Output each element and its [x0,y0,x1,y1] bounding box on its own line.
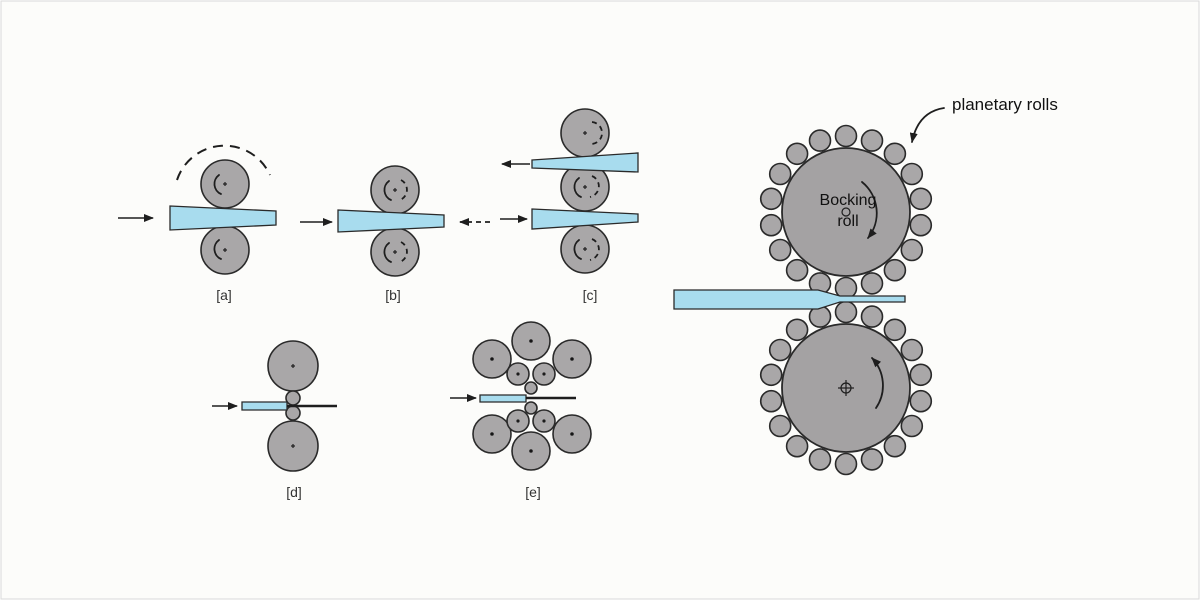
planetary-roll [834,300,858,324]
planetary-roll [909,187,933,211]
rotation-dashed-icon [589,175,600,198]
planetary-roll [909,213,933,237]
planetary-roll [900,414,924,438]
planetary-roll [834,452,858,476]
planetary-roll [860,272,884,295]
return-workpiece [531,152,639,173]
planetary-roll [860,305,884,328]
slab-workpiece [673,289,906,310]
rotation-arrow-icon [213,174,222,195]
caption-b: [b] [385,287,401,303]
planetary-roll [785,434,809,458]
mill-b-two-high-reversing: [b] [300,165,490,303]
planetary-roll [860,448,884,471]
upper-work-roll [524,381,538,395]
reverse-rotation-dashed-icon [399,241,408,263]
caption-e: [e] [525,484,541,500]
roll-center-icon [291,364,295,448]
caption-a: [a] [216,287,232,303]
workpiece [241,401,288,411]
planetary-roll [909,363,933,387]
rotation-arrow-icon [213,239,222,260]
backing-roll-label-line2: roll [837,213,858,230]
planetary-roll [759,213,783,237]
planetary-roll [808,129,832,152]
rotation-arrow-icon [573,239,582,260]
backing-roll-rotation-icon [871,357,884,409]
workpiece [337,209,445,233]
caption-c: [c] [583,287,598,303]
lower-planetary-rolls [759,300,933,476]
lower-work-roll [285,405,301,421]
planetary-roll [768,338,792,362]
planetary-roll [759,389,783,413]
workpiece [479,394,527,403]
planetary-roll [785,318,809,342]
roll-center-icon [223,182,227,252]
planetary-roll [808,448,832,471]
lower-work-roll [524,401,538,415]
backing-roll-label: Bocking [820,192,877,209]
upper-planetary-rolls [759,124,933,300]
roll-center-icon [490,339,574,453]
workpiece [531,208,639,230]
planetary-roll [759,363,783,387]
roll-center-icon [583,131,587,251]
caption-d: [d] [286,484,302,500]
rotation-dashed-icon [589,121,603,145]
mill-c-three-high: [c] [500,108,639,303]
planetary-callout-arrow [909,107,945,143]
planetary-roll [900,162,924,186]
planetary-roll [900,238,924,262]
planetary-roll [768,414,792,438]
planetary-roll [883,258,907,282]
backing-roll-rotation-icon [861,181,878,239]
upper-backing-roll [781,147,911,277]
planetary-roll [883,434,907,458]
rotation-arrow-icon [573,177,582,198]
workpiece [169,205,277,231]
planetary-rolls-label: planetary rolls [952,95,1058,114]
planetary-roll [860,129,884,152]
rotation-dashed-icon [589,238,600,261]
planetary-roll [768,162,792,186]
planetary-roll [785,258,809,282]
rotation-dashed-arc [176,144,271,181]
roll-center-icon [838,207,854,396]
reverse-rotation-dashed-icon [399,179,408,201]
roll-center-icon [393,188,397,254]
planetary-roll [883,142,907,166]
planetary-roll [768,238,792,262]
planetary-roll [759,187,783,211]
planetary-roll [834,124,858,148]
planetary-roll [883,318,907,342]
planetary-roll [900,338,924,362]
upper-work-roll [285,390,301,406]
rotation-arrow-icon [383,242,392,263]
planetary-mill: Bocking roll planetary rolls [673,95,1058,476]
mill-d-four-high: [d] [212,340,337,500]
mill-a-two-high: [a] [118,144,277,303]
mill-e-cluster: [e] [450,321,592,500]
planetary-roll [909,389,933,413]
rotation-arrow-icon [383,180,392,201]
planetary-roll [785,142,809,166]
